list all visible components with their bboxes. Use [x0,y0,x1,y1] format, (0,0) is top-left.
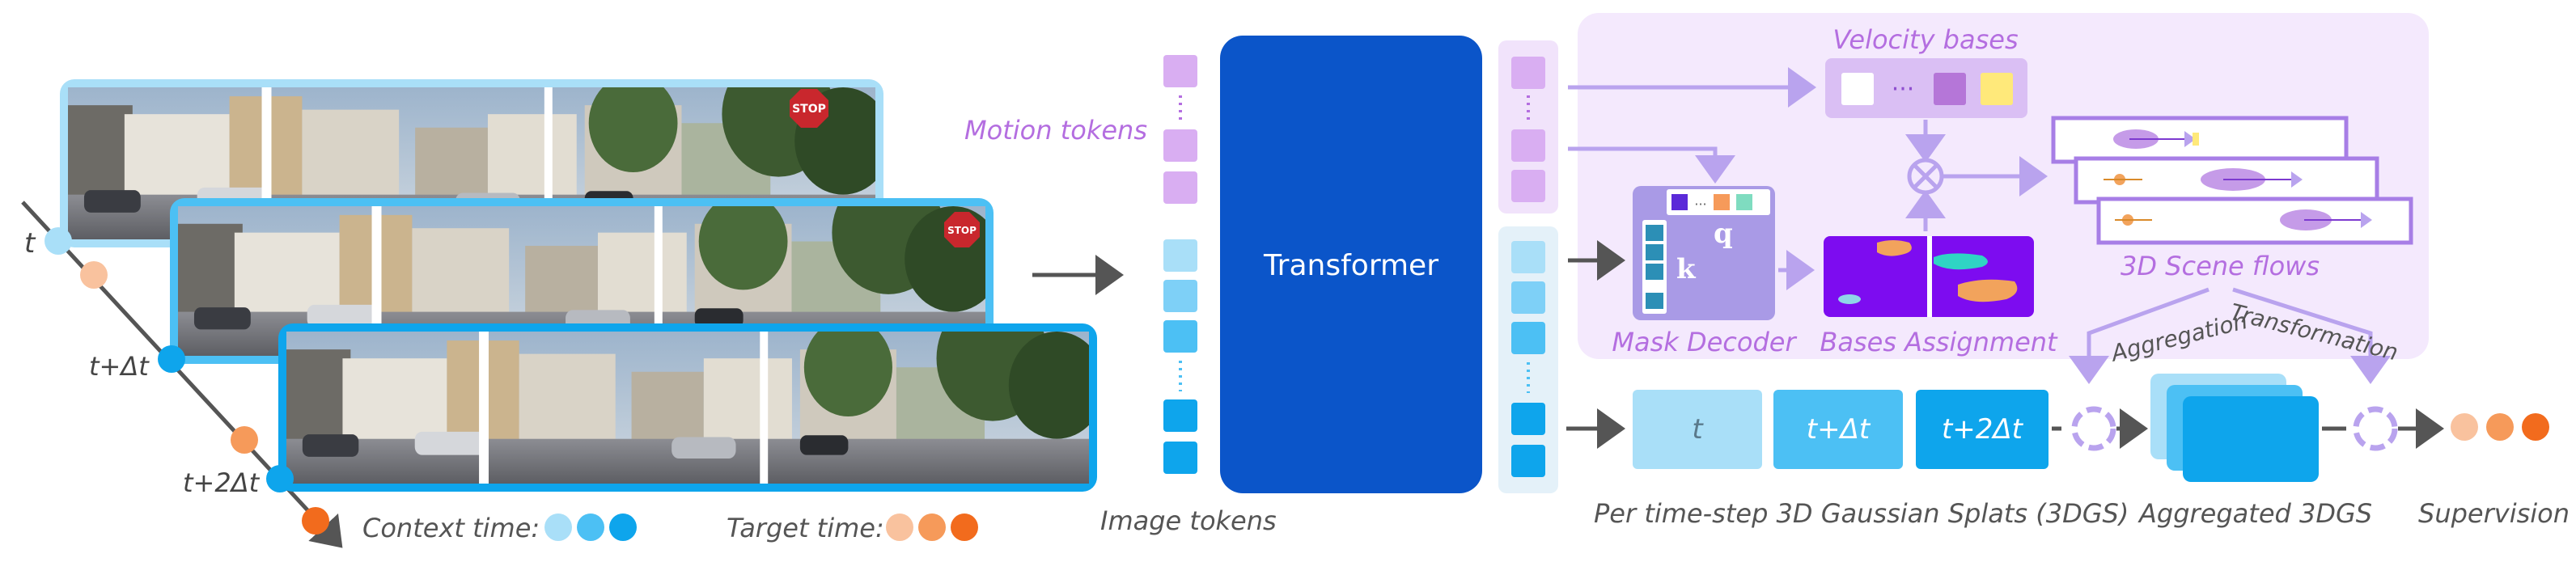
time-dot-context-t-2dt [266,465,294,492]
time-dot-context-t [44,227,72,255]
arrow-to-mask-decoder [1568,146,1735,184]
arrow-aggregation [2069,287,2210,384]
time-dot-target-1 [80,261,108,289]
basis-purple [1934,73,1966,105]
legend-context-dot-3 [609,513,637,541]
image-token-out [1511,403,1545,435]
mask-decoder-box [1633,186,1775,320]
frame-t-2dt [278,323,1097,492]
basis-white [1841,73,1874,105]
motion-token [1163,129,1197,162]
image-token [1163,399,1197,432]
context-frames: STOP STOP t t+Δ [21,79,1097,548]
label-time-t-dt: t+Δt [89,351,150,382]
image-token [1163,320,1197,353]
label-bases-assignment: Bases Assignment [1820,327,2058,357]
legend-target-dot-2 [918,513,946,541]
svg-text:STOP: STOP [792,103,826,116]
label-mask-decoder: Mask Decoder [1612,327,1797,357]
image-token-out [1511,281,1545,314]
label-k: k [1676,253,1697,285]
aggregation-cycle-icon [2071,406,2116,451]
product-operator-icon [1907,158,1944,195]
legend-target-dot-1 [886,513,913,541]
legend-target-dot-3 [951,513,978,541]
label-aggregated: Aggregated 3DGS [2137,498,2372,529]
image-token-out [1511,445,1545,477]
splat-t-dt [1773,390,1903,469]
image-token-out [1511,241,1545,273]
image-token [1163,280,1197,312]
motion-panel: Velocity bases ··· ··· q k Mask Decoder [1568,13,2429,384]
label-velocity-bases: Velocity bases [1832,24,2018,55]
basis-yellow [1981,73,2013,105]
basis-ellipsis: ··· [1892,75,1915,104]
transformation-cycle-icon [2353,406,2398,451]
stop-sign-icon: STOP [790,89,828,128]
motion-token-out [1511,170,1545,202]
supervision-dot-3 [2522,413,2549,441]
label-transformer: Transformer [1263,249,1438,282]
image-token [1163,239,1197,272]
label-splat-t-2dt: t+2Δt [1942,413,2024,446]
transformer-block: Transformer [1220,36,1482,493]
arrow-transformation [2232,287,2391,384]
bases-assignment-map [1824,236,2034,317]
label-scene-flows: 3D Scene flows [2121,251,2320,281]
supervision-dot-2 [2486,413,2514,441]
input-tokens: Motion tokens Image tokens [964,55,1277,536]
label-image-tokens: Image tokens [1100,505,1277,536]
motion-token-out [1511,129,1545,162]
label-motion-tokens: Motion tokens [964,115,1147,146]
label-supervision: Supervision [2418,498,2570,529]
label-per-timestep: Per time-step 3D Gaussian Splats (3DGS) [1594,498,2129,529]
label-splat-t-dt: t+Δt [1807,413,1871,446]
svg-text:···: ··· [1694,197,1706,212]
label-splat-t: t [1692,413,1704,446]
supervision-dot-1 [2451,413,2478,441]
motion-token [1163,171,1197,204]
frame-t-dt: STOP [170,198,994,364]
time-dot-target-3 [302,507,329,535]
splat-t-2dt [1916,390,2049,469]
motion-token [1163,55,1197,87]
time-dot-target-2 [231,426,258,454]
legend-target-time: Target time: [727,513,884,543]
image-token [1163,442,1197,474]
scene-flows-stack [2051,116,2413,245]
velocity-bases-box [1825,58,2027,118]
splat-t [1633,390,1762,469]
output-tokens [1498,40,1558,493]
image-token-out [1511,322,1545,354]
aggregated-layer-3 [2183,396,2319,482]
time-dot-context-t-dt [158,345,185,373]
label-time-t-2dt: t+2Δt [183,467,261,498]
motion-token-out [1511,57,1545,89]
legend-context-time: Context time: [362,513,540,543]
splat-row: t t+Δt t+2Δt Per time-step 3D Gaussian S… [1566,374,2570,529]
label-time-t: t [24,227,36,260]
label-q: q [1714,218,1733,250]
svg-text:STOP: STOP [947,225,977,236]
legend-context-dot-1 [544,513,572,541]
legend-context-dot-2 [577,513,604,541]
stop-sign-icon: STOP [944,212,980,247]
